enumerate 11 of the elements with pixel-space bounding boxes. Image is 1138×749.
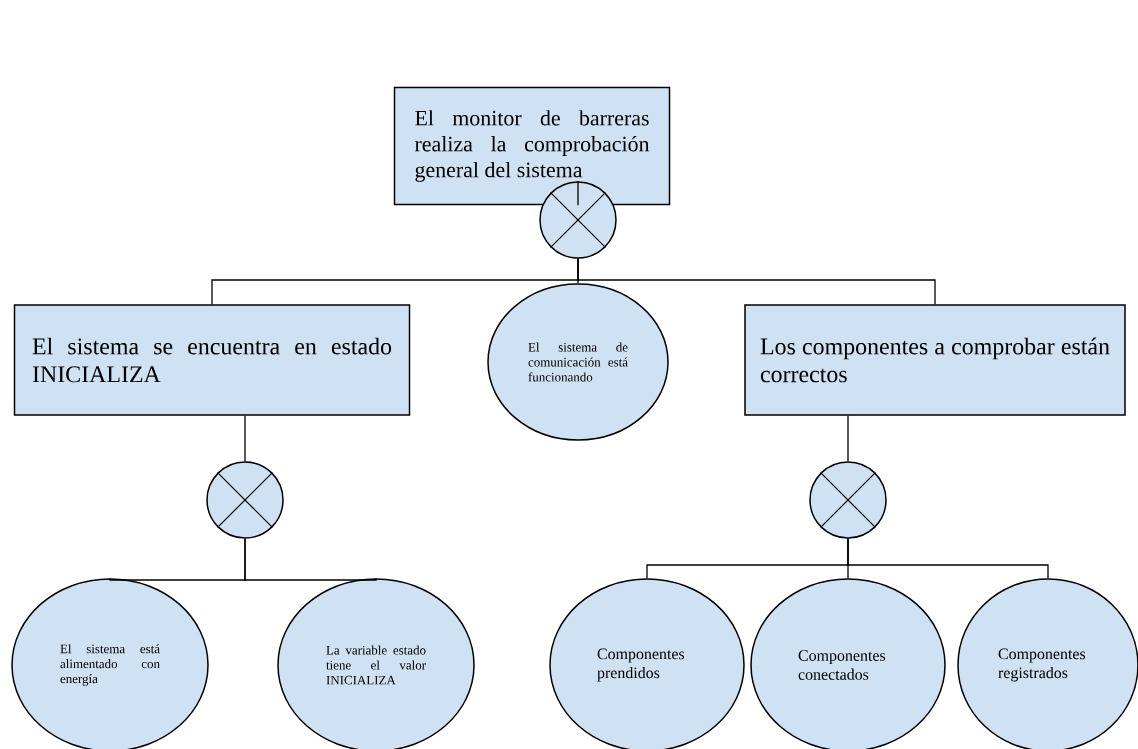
connector-line [244, 415, 246, 462]
connector-line [577, 180, 579, 206]
process-box: El sistema se encuentra en estado INICIALIZA [13, 304, 411, 416]
gate-symbol [809, 461, 887, 539]
connector-line [847, 415, 849, 462]
connector-line [244, 538, 377, 581]
process-box: Los componentes a comprobar están correctos [744, 304, 1126, 416]
connector-line [847, 538, 1049, 579]
gate-symbol [539, 181, 617, 259]
connector-line [577, 258, 936, 305]
gate-symbol [206, 461, 284, 539]
